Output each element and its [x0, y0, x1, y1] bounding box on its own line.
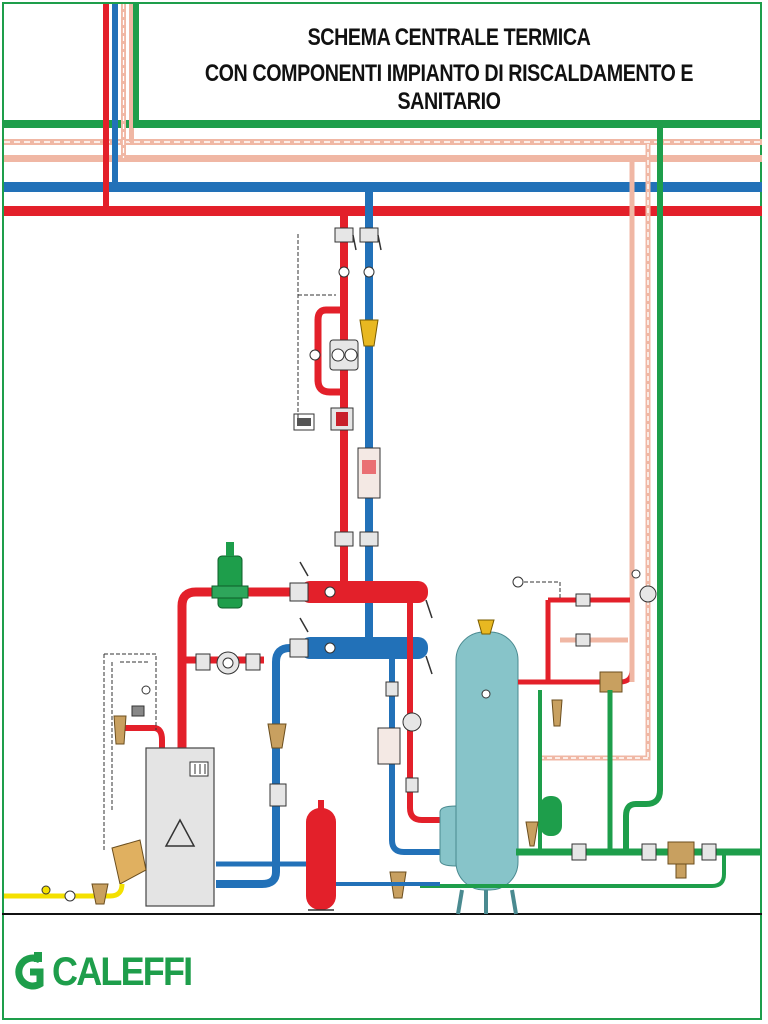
control-unit-icon [293, 413, 315, 431]
dhw-pipes [512, 144, 657, 761]
title-block: SCHEMA CENTRALE TERMICA CON COMPONENTI I… [136, 2, 762, 120]
shutoff-valve-icon [575, 633, 591, 647]
thermometer-icon [338, 266, 375, 278]
circulator-pump-icon [329, 339, 359, 371]
green-main-pipe [4, 120, 762, 128]
pink-main-pipe [4, 155, 762, 162]
pressure-gauge-icon [309, 349, 321, 361]
shutoff-valve-icon [571, 843, 717, 861]
shutoff-valve-icon [334, 531, 379, 547]
safety-valve-icon [113, 685, 151, 745]
heat-meter-icon [357, 447, 381, 499]
top-left-risers [103, 4, 139, 214]
thermostatic-mixer-icon [599, 671, 623, 693]
riser-components [293, 227, 382, 547]
air-vent-icon [477, 619, 495, 635]
heat-meter-icon [377, 727, 401, 765]
circulator-pump-icon [639, 585, 657, 603]
shutoff-valve-icon [575, 593, 591, 607]
circulator-pump-icon [402, 712, 422, 732]
pressure-gauge-icon [512, 576, 524, 588]
strainer-filter-icon [359, 319, 379, 347]
heating-riser-pipes [314, 188, 373, 640]
check-valve-icon [551, 699, 563, 727]
circulator-pump-icon [195, 651, 261, 675]
hydraulic-manifolds [300, 581, 433, 675]
red-supply-main-pipe [4, 206, 762, 216]
control-wiring [103, 653, 157, 850]
boiler-icon [145, 747, 215, 907]
air-separator-icon [211, 542, 249, 609]
return-manifold [300, 637, 428, 659]
caleffi-logo: CALEFFI [12, 944, 207, 1000]
diagram-subtitle: CON COMPONENTI IMPIANTO DI RISCALDAMENTO… [204, 60, 694, 115]
caleffi-g-mark-icon [15, 952, 44, 990]
blue-return-main-pipe [4, 182, 762, 192]
pink-dashed-main-pipe [4, 139, 762, 145]
storage-tank-icon [439, 619, 519, 915]
shutoff-valve-icon [334, 227, 382, 251]
shutoff-valve-icon [385, 681, 399, 697]
tank-coil-pipes [377, 592, 444, 855]
cold-water-pipes [336, 124, 762, 899]
diagram-title: SCHEMA CENTRALE TERMICA [307, 24, 591, 51]
thermometer-icon [631, 569, 641, 579]
gas-supply-pipe [4, 883, 125, 905]
strainer-filter-icon [267, 723, 287, 749]
safety-valve-icon [525, 821, 539, 847]
expansion-vessel-icon [540, 796, 562, 836]
expansion-vessel-icon [306, 800, 336, 911]
burner-icon [111, 839, 147, 885]
backflow-preventer-icon [667, 841, 695, 879]
main-headers [4, 120, 762, 216]
shutoff-valve-icon [405, 777, 419, 793]
supply-manifold [300, 581, 428, 603]
brand-name: CALEFFI [52, 949, 193, 994]
mixing-valve-icon [330, 407, 354, 431]
shutoff-valve-icon [269, 561, 309, 807]
